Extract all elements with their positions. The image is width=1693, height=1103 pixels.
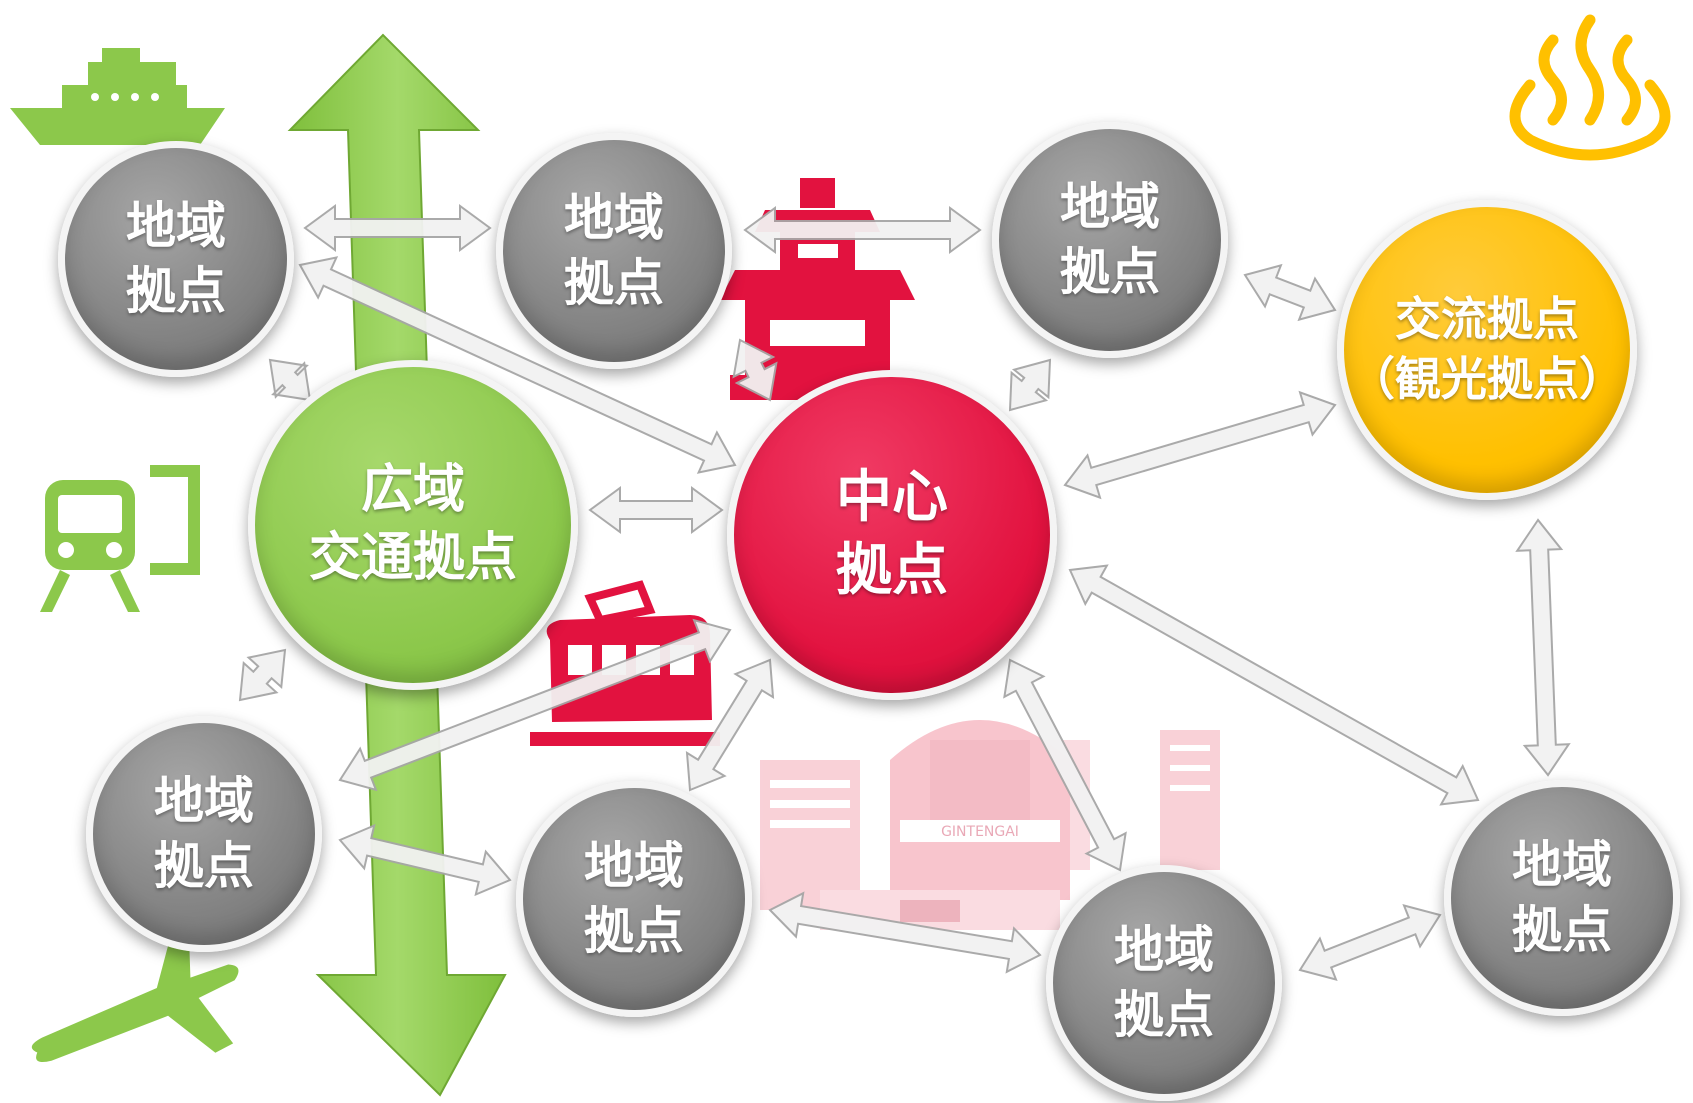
local-hub-node-3: 地域拠点 — [992, 122, 1228, 358]
node-label-line2: 交通拠点 — [308, 528, 517, 588]
node-label-line1: 交流拠点 — [1395, 292, 1579, 347]
connection-arrow — [732, 338, 778, 402]
node-label-line2: 拠点 — [154, 837, 254, 895]
central-hub-node: 中心拠点 — [727, 370, 1057, 700]
connection-arrow — [298, 256, 737, 474]
node-label-line2: 拠点 — [1114, 986, 1214, 1044]
connection-arrow — [268, 358, 312, 402]
node-label-line2: 拠点 — [564, 254, 664, 312]
node-label-line2: 拠点 — [584, 902, 684, 960]
local-hub-node-1: 地域拠点 — [58, 141, 294, 377]
connection-arrow — [338, 618, 732, 792]
local-hub-node-5: 地域拠点 — [516, 781, 752, 1017]
connection-arrow — [1243, 263, 1337, 322]
ship-icon — [10, 48, 225, 145]
node-label-line1: 地域 — [1114, 921, 1214, 979]
building-sign: GINTENGAI — [941, 824, 1019, 840]
node-label-line2: （観光拠点） — [1349, 352, 1625, 406]
connection-arrow — [338, 823, 512, 897]
connection-arrows — [238, 204, 1571, 981]
node-label-line2: 拠点 — [1512, 901, 1612, 959]
node-label-line1: 地域 — [584, 837, 684, 895]
node-label-line1: 中心 — [836, 465, 948, 531]
connection-arrow — [1515, 518, 1571, 777]
node-label-line1: 地域 — [1512, 836, 1612, 894]
hot-spring-icon — [1509, 14, 1671, 161]
node-label-line2: 拠点 — [836, 538, 948, 603]
connection-arrow — [1063, 390, 1337, 500]
connection-arrow — [768, 891, 1042, 974]
node-label-line1: 地域 — [126, 197, 226, 255]
connection-arrow — [1298, 904, 1442, 981]
connection-arrow — [685, 658, 775, 792]
connection-arrow — [303, 204, 492, 252]
connection-arrow — [1068, 564, 1480, 806]
node-label-line1: 地域 — [564, 189, 664, 247]
local-hub-node-6: 地域拠点 — [1046, 865, 1282, 1101]
node-label-line1: 広域 — [360, 460, 465, 521]
train-icon — [40, 465, 200, 612]
connection-arrow — [743, 206, 982, 254]
local-hub-node-2: 地域拠点 — [496, 133, 732, 369]
node-label-line2: 拠点 — [1060, 243, 1160, 301]
local-hub-node-4: 地域拠点 — [86, 716, 322, 952]
airplane-icon — [31, 934, 239, 1063]
node-label-line1: 地域 — [1060, 178, 1160, 236]
connection-arrow — [588, 486, 724, 534]
connection-arrow — [1003, 658, 1127, 872]
shopping-street-icon: GINTENGAI — [760, 720, 1220, 930]
wide-area-transport-hub-node: 広域交通拠点 — [248, 360, 578, 690]
local-hub-node-7: 地域拠点 — [1444, 780, 1680, 1016]
connection-arrow — [1008, 358, 1052, 412]
connection-arrow — [238, 648, 287, 702]
node-label-line2: 拠点 — [126, 262, 226, 320]
tourism-exchange-hub-node: 交流拠点（観光拠点） — [1337, 200, 1637, 500]
node-label-line1: 地域 — [154, 772, 254, 830]
